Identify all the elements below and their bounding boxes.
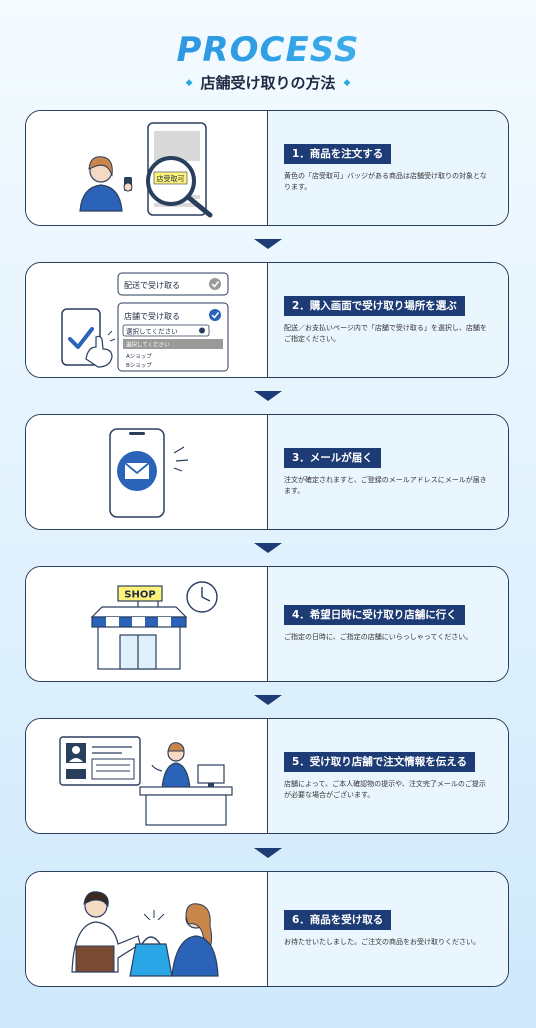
step-content-2: 2．購入画面で受け取り場所を選ぶ 配送／お支払いページ内で「店舗で受け取る」を選…	[268, 263, 508, 377]
handover-illustration	[71, 891, 219, 977]
process-logo: PROCESS	[0, 30, 536, 70]
mail-illustration	[109, 428, 189, 518]
step-illustration-6	[26, 872, 268, 986]
step-card-5: 5．受け取り店舗で注文情報を伝える 店舗によって、ご本人確認物の提示や、注文完了…	[25, 718, 509, 834]
step-card-4: SHOP 4．希望日時に受け取り店舗に行く ご指定の日時に、ご指定の店舗にいらっ…	[25, 566, 509, 682]
select-location-illustration: 配送で受け取る 店舗で受け取る 選択してください 選択してください Aショップ …	[61, 272, 229, 372]
step-desc-1: 黄色の「店受取可」バッジがある商品は店舗受け取りの対象となります。	[284, 171, 487, 191]
down-arrow-icon	[254, 239, 282, 249]
step-title-4: 4．希望日時に受け取り店舗に行く	[284, 605, 465, 625]
badge-label: 店受取可	[157, 174, 185, 183]
step-title-6: 6．商品を受け取る	[284, 910, 392, 930]
subtitle-text: 店舗受け取りの方法	[200, 74, 336, 92]
step-content-4: 4．希望日時に受け取り店舗に行く ご指定の日時に、ご指定の店舗にいらっしゃってく…	[268, 567, 508, 681]
dropdown-option-3: Bショップ	[126, 362, 152, 369]
step-desc-4: ご指定の日時に、ご指定の店舗にいらっしゃってください。	[284, 633, 473, 641]
down-arrow-icon	[254, 695, 282, 705]
step-card-2: 配送で受け取る 店舗で受け取る 選択してください 選択してください Aショップ …	[25, 262, 509, 378]
step-content-6: 6．商品を受け取る お待たせいたしました。ご注文の商品をお受け取りください。	[268, 872, 508, 986]
select-placeholder: 選択してください	[126, 327, 178, 336]
step-title-1: 1．商品を注文する	[284, 143, 392, 164]
step-card-3: 3．メールが届く 注文が確定されますと、ご登録のメールアドレスにメールが届きます…	[25, 414, 509, 530]
option-store: 店舗で受け取る	[124, 311, 180, 321]
step-illustration-1: 店受取可	[26, 111, 268, 225]
step-title-5: 5．受け取り店舗で注文情報を伝える	[284, 751, 475, 772]
step-title-2: 2．購入画面で受け取り場所を選ぶ	[284, 295, 465, 316]
diamond-icon: ◆	[343, 77, 351, 88]
step-card-1: 店受取可 1．商品を注文する 黄色の「店受取可」バッジがある商品は店舗受け取りの…	[25, 110, 509, 226]
down-arrow-icon	[254, 543, 282, 553]
shop-sign-label: SHOP	[124, 590, 155, 601]
dropdown-option-2: Aショップ	[126, 353, 152, 360]
step-content-5: 5．受け取り店舗で注文情報を伝える 店舗によって、ご本人確認物の提示や、注文完了…	[268, 719, 508, 833]
step-card-6: 6．商品を受け取る お待たせいたしました。ご注文の商品をお受け取りください。	[25, 871, 509, 987]
option-delivery: 配送で受け取る	[124, 280, 180, 290]
step-content-1: 1．商品を注文する 黄色の「店受取可」バッジがある商品は店舗受け取りの対象となり…	[268, 111, 508, 225]
shop-illustration: SHOP	[90, 581, 218, 670]
diamond-icon: ◆	[185, 77, 193, 88]
step-desc-6: お待たせいたしました。ご注文の商品をお受け取りください。	[284, 938, 480, 946]
page-header: PROCESS ◆ 店舗受け取りの方法 ◆	[0, 30, 536, 93]
down-arrow-icon	[254, 391, 282, 401]
step-desc-5: 店舗によって、ご本人確認物の提示や、注文完了メールのご提示が必要な場合がございま…	[284, 779, 486, 799]
page-subtitle: ◆ 店舗受け取りの方法 ◆	[0, 72, 536, 93]
step-desc-3: 注文が確定されますと、ご登録のメールアドレスにメールが届きます。	[284, 475, 487, 495]
step-title-3: 3．メールが届く	[284, 447, 381, 468]
step-illustration-2: 配送で受け取る 店舗で受け取る 選択してください 選択してください Aショップ …	[26, 263, 268, 377]
step-illustration-5	[26, 719, 268, 833]
step-content-3: 3．メールが届く 注文が確定されますと、ご登録のメールアドレスにメールが届きます…	[268, 415, 508, 529]
step-illustration-3	[26, 415, 268, 529]
step-illustration-4: SHOP	[26, 567, 268, 681]
step-desc-2: 配送／お支払いページ内で「店舗で受け取る」を選択し、店舗をご指定ください。	[284, 323, 487, 343]
order-illustration: 店受取可	[79, 122, 213, 218]
dropdown-option-1: 選択してください	[126, 341, 170, 349]
counter-illustration	[59, 736, 233, 826]
down-arrow-icon	[254, 848, 282, 858]
